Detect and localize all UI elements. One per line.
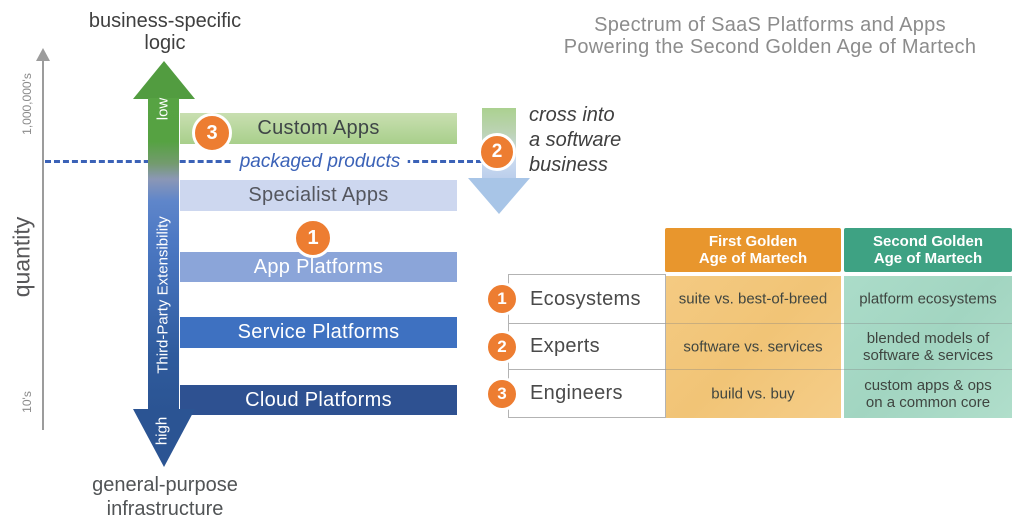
row-label-ecosystems-text: Ecosystems: [530, 287, 641, 310]
marker-1-app-platforms: 1: [293, 218, 333, 258]
row-label-engineers: Engineers: [508, 369, 666, 418]
bar-cloud-platforms: Cloud Platforms: [180, 385, 457, 415]
packaged-products-label: packaged products: [232, 151, 408, 173]
cell-ecosystems-second-text: platform ecosystems: [859, 290, 997, 308]
page-title-line-2: Powering the Second Golden Age of Martec…: [563, 36, 977, 58]
crossover-arrow-down-icon: [468, 178, 530, 214]
marker-3-custom-apps: 3: [192, 113, 232, 153]
table-grid-line: [665, 323, 1012, 324]
crossover-note-line-1: cross into: [529, 104, 615, 126]
table-header-second-line-1: Second Golden: [872, 233, 983, 250]
cell-engineers-second-line-2: on a common core: [865, 394, 991, 411]
row-marker-3: 3: [485, 377, 519, 411]
cell-engineers-second-line-1: custom apps & ops: [864, 377, 992, 394]
cell-experts-first-text: software vs. services: [683, 338, 823, 356]
bar-service-platforms: Service Platforms: [180, 317, 457, 348]
row-label-ecosystems: Ecosystems: [508, 274, 666, 324]
bar-specialist-apps-label: Specialist Apps: [248, 184, 389, 206]
cell-ecosystems-second: platform ecosystems: [844, 291, 1012, 308]
bar-custom-apps-label: Custom Apps: [257, 117, 380, 139]
spectrum-bottom-label-line-2: infrastructure: [106, 498, 224, 520]
crossover-note: cross into a software business: [529, 103, 621, 178]
cell-ecosystems-first: suite vs. best-of-breed: [665, 291, 841, 308]
page-title: Spectrum of SaaS Platforms and Apps Powe…: [520, 14, 1020, 58]
axis-tick-top: 1,000,000's: [20, 73, 34, 135]
table-header-first-line-2: Age of Martech: [698, 250, 808, 267]
cell-ecosystems-first-text: suite vs. best-of-breed: [678, 290, 828, 308]
extensibility-arrow-up-icon: [133, 61, 195, 99]
page-title-line-1: Spectrum of SaaS Platforms and Apps: [594, 14, 946, 36]
cell-experts-first: software vs. services: [665, 339, 841, 356]
crossover-note-line-3: business: [529, 154, 608, 176]
spectrum-bottom-label-line-1: general-purpose: [92, 474, 238, 496]
spectrum-bottom-label: general-purpose infrastructure: [55, 473, 275, 521]
extensibility-high-label: high: [153, 416, 171, 446]
cell-engineers-first: build vs. buy: [665, 386, 841, 403]
row-label-experts-text: Experts: [530, 335, 600, 357]
cell-engineers-first-text: build vs. buy: [711, 385, 795, 403]
table-header-second-golden-age: Second Golden Age of Martech: [844, 228, 1012, 272]
row-label-experts: Experts: [508, 323, 666, 370]
cell-experts-second: blended models of software & services: [844, 330, 1012, 364]
spectrum-top-label: business-specific logic: [55, 10, 275, 54]
bar-specialist-apps: Specialist Apps: [180, 180, 457, 211]
row-marker-2: 2: [485, 330, 519, 364]
table-column-second-golden-age: [844, 276, 1012, 418]
row-label-engineers-text: Engineers: [530, 382, 623, 404]
row-marker-1: 1: [485, 282, 519, 316]
marker-2-crossover: 2: [478, 133, 516, 171]
axis-tick-bottom: 10's: [20, 391, 34, 413]
extensibility-axis-label: Third-Party Extensibility: [154, 216, 172, 374]
quantity-axis-line: [42, 60, 44, 430]
extensibility-arrow-down-icon: [133, 409, 195, 467]
axis-label: quantity: [8, 216, 35, 298]
bar-app-platforms-label: App Platforms: [253, 255, 384, 278]
bar-service-platforms-label: Service Platforms: [237, 321, 400, 343]
bar-cloud-platforms-label: Cloud Platforms: [245, 388, 392, 411]
spectrum-top-label-line-1: business-specific: [88, 10, 242, 32]
cell-engineers-second: custom apps & ops on a common core: [844, 377, 1012, 411]
table-header-first-golden-age: First Golden Age of Martech: [665, 228, 841, 272]
crossover-note-line-2: a software: [529, 129, 622, 151]
table-grid-line: [665, 369, 1012, 370]
cell-experts-second-line-1: blended models of: [866, 330, 990, 347]
table-header-first-line-1: First Golden: [708, 233, 798, 250]
extensibility-low-label: low: [154, 97, 172, 121]
table-header-second-line-2: Age of Martech: [873, 250, 983, 267]
quantity-axis-arrowhead-icon: [36, 48, 50, 61]
table-column-first-golden-age: [665, 276, 841, 418]
spectrum-top-label-line-2: logic: [144, 32, 186, 54]
extensibility-arrow-shaft: [148, 98, 179, 410]
cell-experts-second-line-2: software & services: [862, 347, 994, 364]
